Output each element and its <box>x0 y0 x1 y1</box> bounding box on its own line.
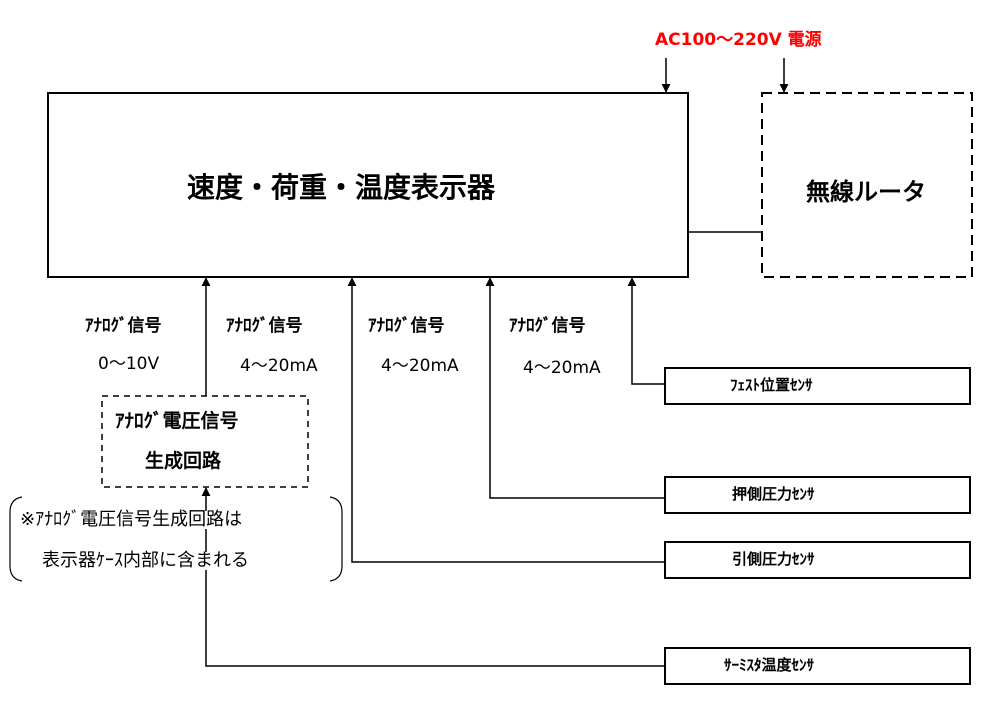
sensor-box-fest <box>664 367 971 405</box>
signal-label-1: ｱﾅﾛｸﾞ信号 <box>85 316 162 336</box>
signal-label-4: ｱﾅﾛｸﾞ信号 <box>509 316 586 336</box>
signal-label-2: ｱﾅﾛｸﾞ信号 <box>226 316 303 336</box>
sensor-label-fest: ﾌｪｽﾄ位置ｾﾝｻ <box>730 376 813 394</box>
display-label: 速度・荷重・温度表示器 <box>187 171 496 204</box>
sensor-box-push <box>664 476 971 514</box>
sensor-box-pull <box>664 541 971 579</box>
sensor-label-push: 押側圧力ｾﾝｻ <box>732 485 815 503</box>
router-box <box>761 92 973 278</box>
display-box <box>47 92 689 278</box>
note-bracket-right <box>329 496 343 582</box>
note-line-2: 表示器ｹｰｽ内部に含まれる <box>42 550 251 571</box>
pull-sensor-line <box>347 277 665 563</box>
router-label: 無線ルータ <box>806 178 926 206</box>
converter-label-2: 生成回路 <box>145 450 222 472</box>
sensor-label-thermistor: ｻｰﾐｽﾀ温度ｾﾝｻ <box>724 656 815 674</box>
sensor-box-thermistor <box>664 647 971 685</box>
sensor-label-pull: 引側圧力ｾﾝｻ <box>732 550 815 568</box>
converter-box <box>101 395 309 488</box>
fest-sensor-line <box>627 277 665 385</box>
converter-label-1: ｱﾅﾛｸﾞ電圧信号 <box>115 410 239 432</box>
thermistor-line <box>201 487 665 667</box>
signal-value-1: 0～10V <box>98 354 160 374</box>
note-line-1: ※ｱﾅﾛｸﾞ電圧信号生成回路は <box>20 509 245 530</box>
signal-label-3: ｱﾅﾛｸﾞ信号 <box>368 316 445 336</box>
power-label: AC100～220V 電源 <box>655 30 822 50</box>
push-sensor-line <box>485 277 665 499</box>
signal-value-2: 4～20mA <box>240 356 318 376</box>
note-bracket-left <box>9 496 23 582</box>
signal-value-4: 4～20mA <box>523 358 601 378</box>
signal-value-3: 4～20mA <box>381 356 459 376</box>
